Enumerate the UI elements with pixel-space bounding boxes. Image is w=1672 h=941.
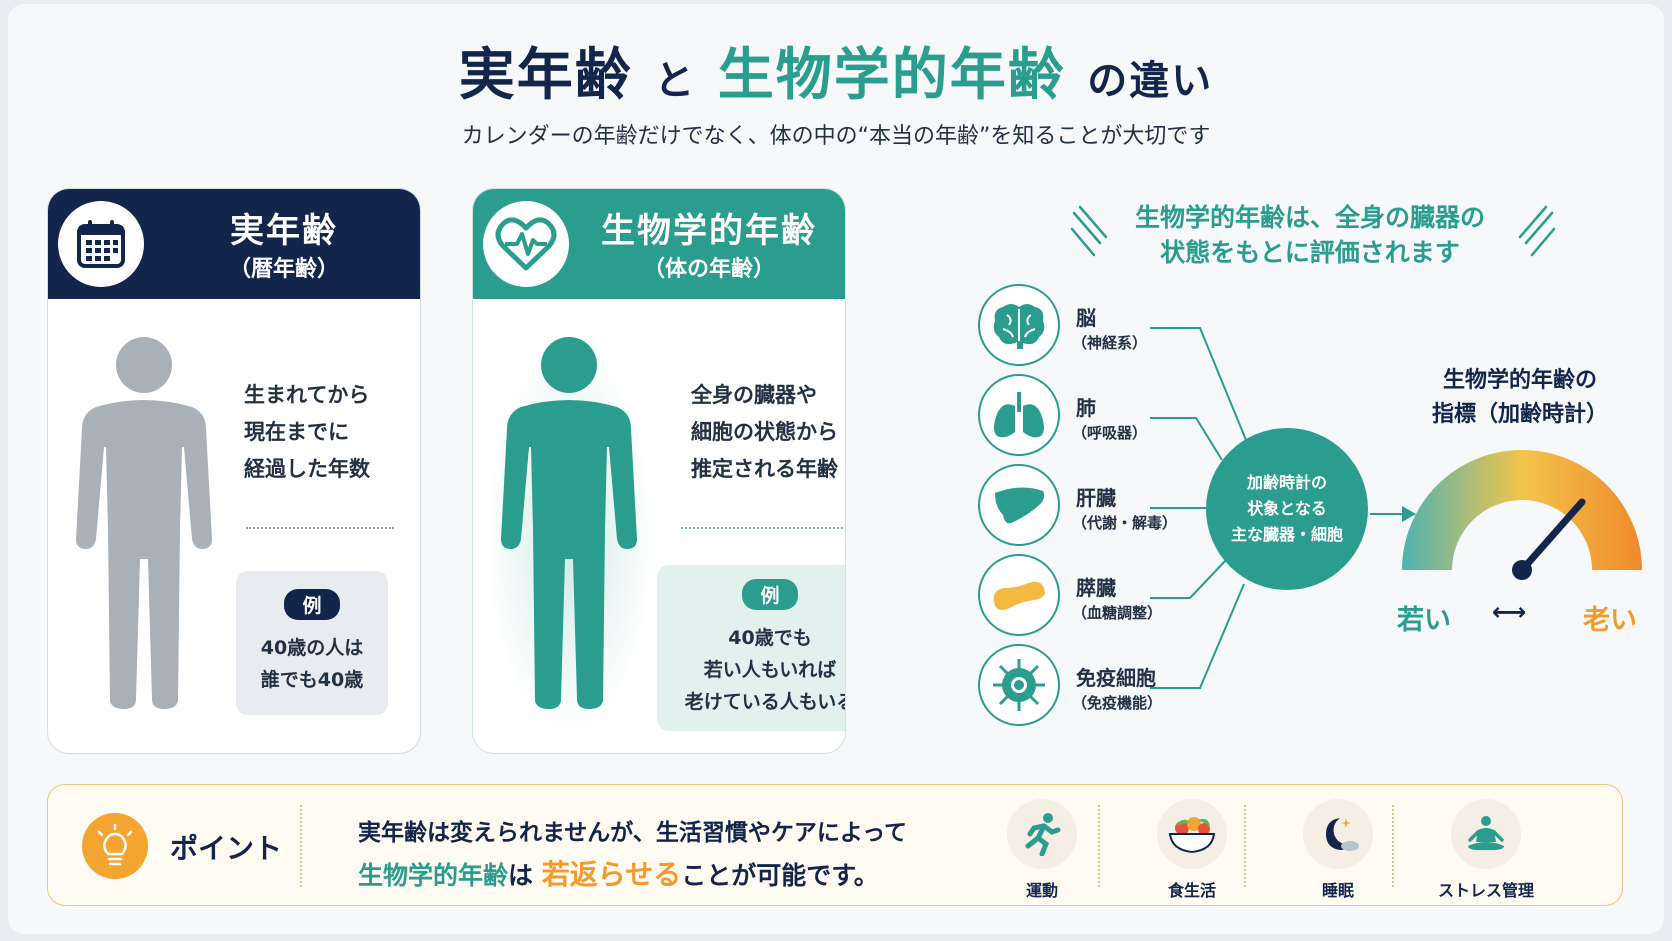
biological-age-card: 生物学的年齢 （体の年齢） 全身の臓器や 細胞の状態から 推定される年齢 例 4… (472, 188, 846, 754)
organ-sub-liver: （代謝・解毒） (1072, 514, 1178, 532)
example-box: 例 40歳の人は 誰でも40歳 (236, 571, 388, 715)
liver-icon (978, 464, 1060, 546)
divider (300, 805, 302, 887)
salad-bowl-icon (1157, 799, 1227, 869)
example-box: 例 40歳でも 若い人もいれば 老けている人もいる (657, 565, 845, 731)
divider (1392, 805, 1394, 887)
title-part-biological: 生物学的年齢 (717, 43, 1066, 108)
title-conjunction: と (654, 58, 697, 104)
aging-clock-gauge (1402, 450, 1642, 580)
gauge-title: 生物学的年齢の 指標（加齢時計） (1431, 368, 1608, 427)
card-description: 生まれてから 現在までに 経過した年数 (244, 383, 370, 481)
point-label: ポイント (170, 832, 283, 865)
meditation-icon (1451, 799, 1521, 869)
organs-heading: 生物学的年齢は、全身の臓器の 状態をもとに評価されます (1134, 203, 1485, 267)
point-message-line2: 生物学的年齢は 若返らせることが可能です。 (358, 858, 879, 891)
immune-cell-icon (978, 644, 1060, 726)
organ-sub-brain: （神経系） (1072, 334, 1148, 352)
page-subtitle: カレンダーの年齢だけでなく、体の中の“本当の年齢”を知ることが大切です (461, 124, 1211, 149)
title-part-chronological: 実年齢 (458, 43, 633, 108)
organ-sub-pancreas: （血糖調整） (1072, 604, 1163, 622)
organ-label-pancreas: 膵臓 (1076, 576, 1116, 600)
organ-label-lungs: 肺 (1076, 396, 1096, 420)
calendar-icon (58, 201, 144, 287)
example-badge: 例 (284, 589, 340, 620)
lifestyle-item-sleep: 睡眠 (1278, 799, 1398, 901)
brain-icon (978, 284, 1060, 366)
lifestyle-item-exercise: 運動 (982, 799, 1102, 901)
pancreas-icon (978, 554, 1060, 636)
organ-label-liver: 肝臓 (1076, 486, 1116, 510)
card-header: 実年齢 （暦年齢） (48, 189, 420, 299)
aging-clock-hub: 加齢時計の 状象となる 主な臓器・細胞 (1206, 428, 1368, 590)
card-title: 生物学的年齢 (601, 211, 817, 251)
card-header: 生物学的年齢 （体の年齢） (473, 189, 845, 299)
dotted-divider (246, 527, 394, 529)
lungs-icon (978, 374, 1060, 456)
gauge-needle (1518, 498, 1586, 574)
gauge-old-label: 老い (1583, 605, 1637, 636)
accent-lines-left (1070, 205, 1108, 257)
moon-icon (1303, 799, 1373, 869)
lightbulb-icon (82, 813, 148, 879)
card-subtitle: （体の年齢） (642, 257, 775, 282)
gauge-young-label: 若い (1397, 605, 1451, 636)
page-title: 実年齢 と 生物学的年齢 の違い (0, 30, 1672, 111)
card-title: 実年齢 (230, 211, 338, 251)
gray-person-figure (76, 337, 212, 709)
heart-pulse-icon (483, 201, 569, 287)
dotted-divider (681, 527, 845, 529)
gauge-arrow: ⟷ (1492, 598, 1527, 626)
teal-person-figure (501, 337, 637, 709)
point-banner: ポイント 実年齢は変えられませんが、生活習慣やケアによって 生物学的年齢は 若返… (47, 784, 1623, 906)
chronological-age-card: 実年齢 （暦年齢） 生まれてから 現在までに 経過した年数 例 40歳の人は 誰… (47, 188, 421, 754)
card-subtitle: （暦年齢） (228, 257, 339, 282)
lifestyle-item-stress: ストレス管理 (1426, 799, 1546, 901)
point-message-line1: 実年齢は変えられませんが、生活習慣やケアによって (358, 820, 908, 846)
organ-sub-lungs: （呼吸器） (1072, 424, 1148, 442)
running-icon (1007, 799, 1077, 869)
divider (1098, 805, 1100, 887)
organ-label-brain: 脳 (1076, 306, 1096, 330)
title-suffix: の違い (1087, 58, 1214, 104)
divider (1244, 805, 1246, 887)
accent-lines-right (1518, 205, 1556, 257)
lifestyle-item-diet: 食生活 (1132, 799, 1252, 901)
organ-label-immune: 免疫細胞 (1076, 666, 1156, 690)
organ-sub-immune: （免疫機能） (1072, 694, 1163, 712)
card-description: 全身の臓器や 細胞の状態から 推定される年齢 (691, 383, 838, 481)
example-badge: 例 (742, 579, 798, 610)
